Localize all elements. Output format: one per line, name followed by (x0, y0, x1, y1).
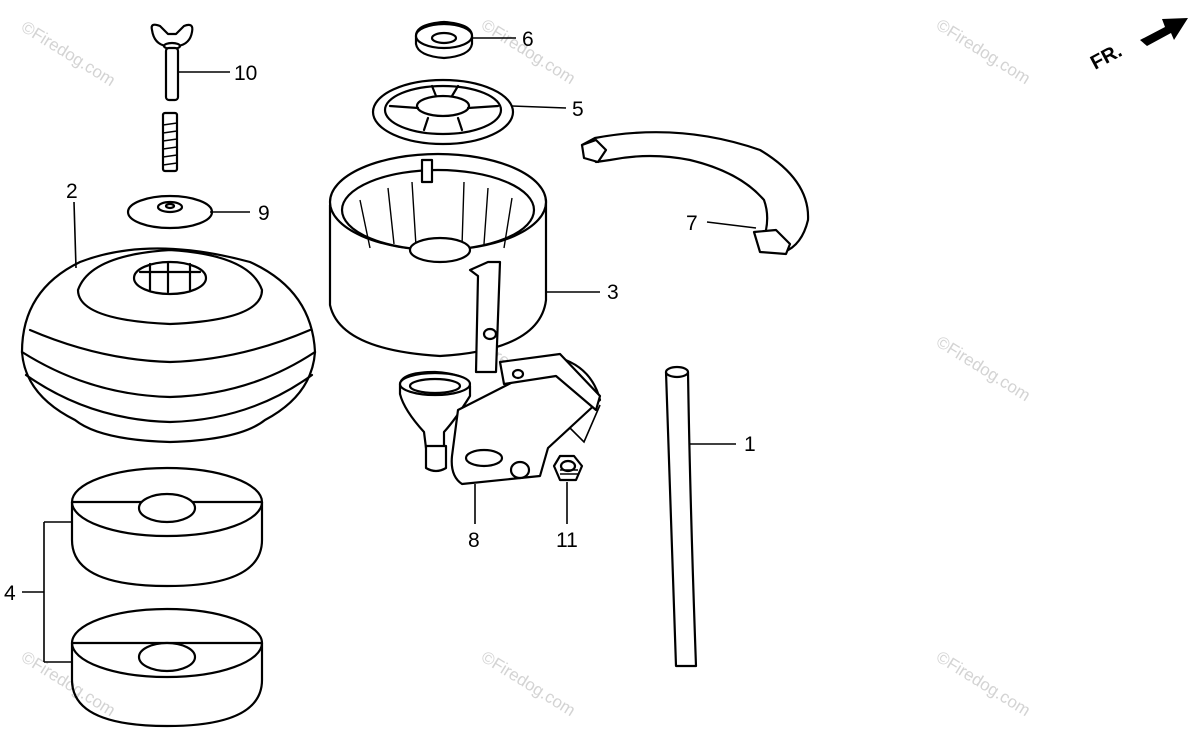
callout-10: 10 (234, 62, 257, 85)
callout-2: 2 (66, 180, 78, 203)
front-direction-arrow: FR. (1087, 18, 1188, 74)
callout-4: 4 (4, 582, 16, 605)
part-4-foam-element-upper (70, 466, 264, 588)
callout-9: 9 (258, 202, 270, 225)
watermark: ©Firedog.com (478, 647, 579, 720)
arrow-right-icon (1140, 18, 1188, 46)
callout-3: 3 (607, 281, 619, 304)
part-6-grommet (414, 20, 474, 60)
part-10-wing-bolt (150, 23, 194, 173)
watermark: ©Firedog.com (933, 15, 1034, 88)
callout-8: 8 (468, 529, 480, 552)
front-direction-label: FR. (1087, 40, 1126, 75)
part-11-nut (552, 454, 584, 482)
part-1-breather-tube (664, 365, 698, 668)
part-4-foam-element-lower (70, 607, 264, 728)
callout-1: 1 (744, 433, 756, 456)
watermark: ©Firedog.com (478, 15, 579, 88)
watermark: ©Firedog.com (933, 332, 1034, 405)
callout-6: 6 (522, 28, 534, 51)
watermark: ©Firedog.com (933, 647, 1034, 720)
callout-11: 11 (556, 529, 578, 552)
leader-lines (22, 37, 757, 663)
part-9-seal-washer (126, 194, 214, 230)
part-2-air-cleaner-cover (20, 247, 317, 444)
part-7-curved-bracket (580, 131, 810, 256)
part-5-grid-plate (371, 78, 515, 146)
part-3-air-cleaner-case (328, 152, 548, 374)
callout-5: 5 (572, 98, 584, 121)
watermark: ©Firedog.com (18, 17, 119, 90)
callout-7: 7 (686, 212, 698, 235)
watermark: ©Firedog.com (18, 647, 119, 720)
part-8-elbow-joint (398, 352, 602, 486)
callouts: 1 2 3 4 5 6 7 8 9 10 11 (4, 28, 756, 605)
